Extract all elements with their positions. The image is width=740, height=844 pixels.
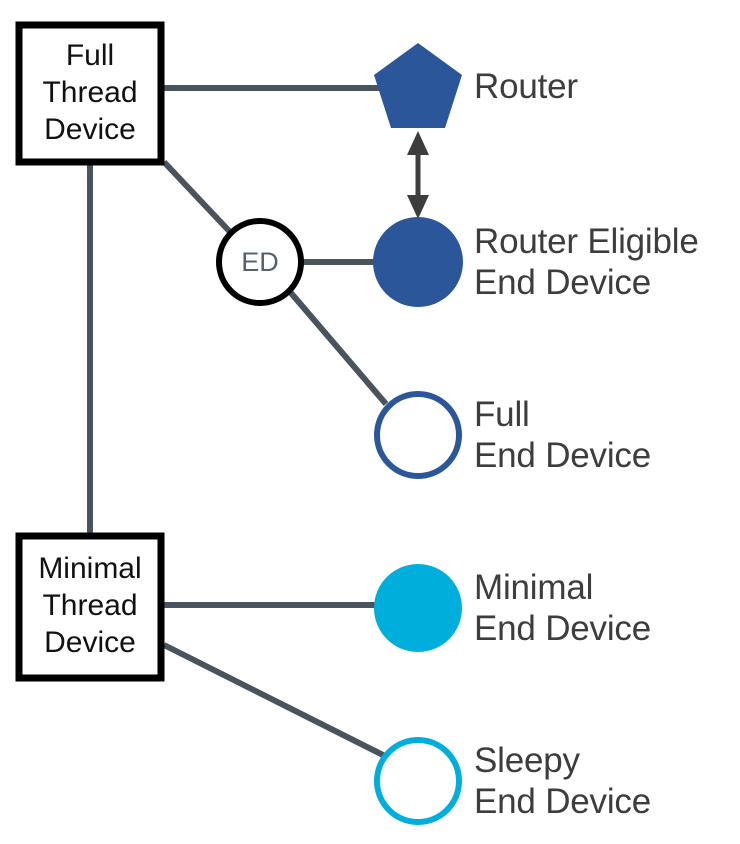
arrowhead-down-icon [407, 195, 429, 219]
end-device-circle[interactable] [216, 218, 304, 306]
minimal-end-device-label-line2: End Device [474, 609, 651, 648]
minimal-end-device-circle[interactable] [374, 564, 462, 652]
end-device-abbrev-label: ED [241, 247, 279, 277]
arrowhead-up-icon [407, 131, 429, 155]
double-arrow-router-reed [407, 131, 429, 219]
router-eligible-end-device-label-line1: Router Eligible [474, 222, 699, 261]
full-thread-device-box[interactable] [15, 21, 165, 166]
minimal-thread-device-box[interactable] [15, 532, 165, 682]
minimal-end-device-label-line1: Minimal [474, 568, 594, 607]
minimal-thread-device-label: Minimal Thread Device [38, 552, 142, 659]
connector-ftd-to-ed [161, 159, 234, 236]
full-thread-device-label: Full Thread Device [42, 39, 138, 146]
router-eligible-end-device-label-line2: End Device [474, 263, 651, 302]
router-pentagon-shape[interactable] [374, 43, 462, 128]
full-end-device-circle[interactable] [374, 391, 462, 479]
full-end-device-label-line1: Full [474, 395, 530, 434]
connector-ed-to-fed [288, 291, 389, 406]
connector-lines [87, 85, 392, 761]
sleepy-end-device-label-line1: Sleepy [474, 741, 580, 780]
connector-mtd-to-sed [162, 642, 391, 761]
router-label: Router [474, 67, 578, 106]
sleepy-end-device-circle[interactable] [374, 737, 462, 825]
full-end-device-label-line2: End Device [474, 436, 651, 475]
sleepy-end-device-label-line2: End Device [474, 782, 651, 821]
router-eligible-end-device-circle[interactable] [373, 217, 463, 307]
